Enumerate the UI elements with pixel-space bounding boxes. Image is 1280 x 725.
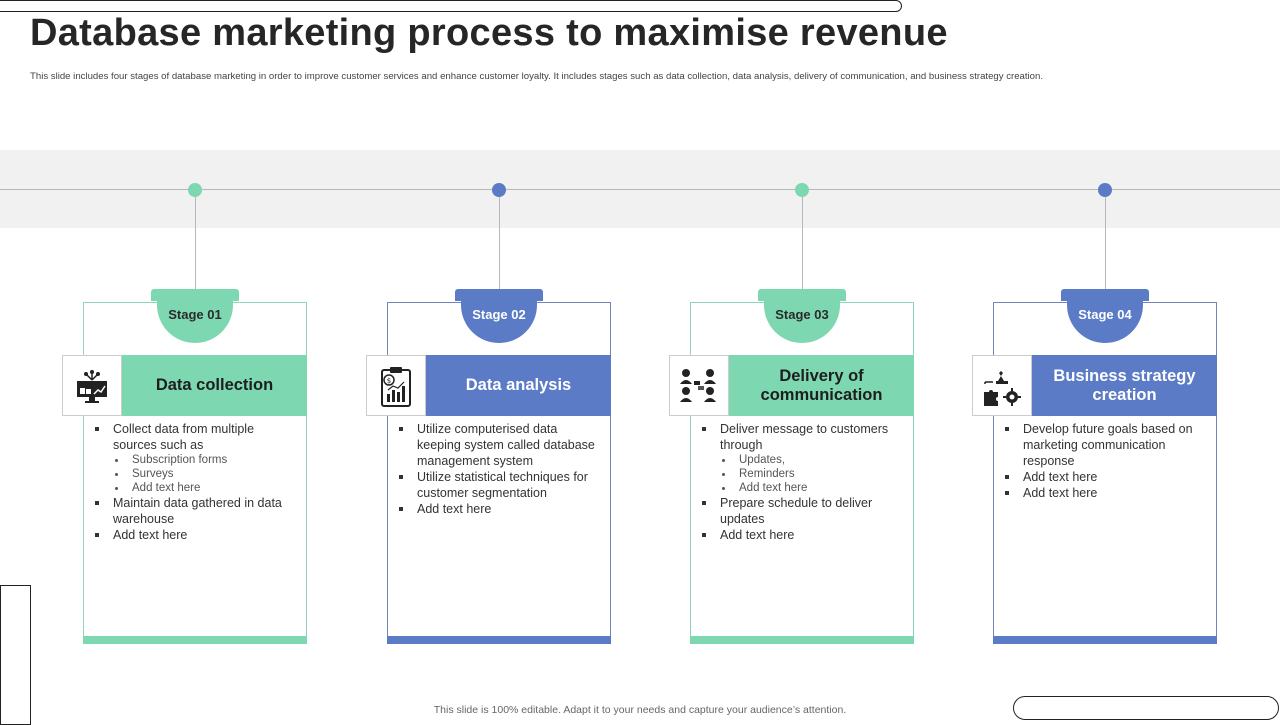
timeline-connector-3 bbox=[802, 197, 803, 292]
sub-bullet-item: Add text here bbox=[700, 481, 900, 495]
timeline-dot-1 bbox=[188, 183, 202, 197]
chess-puzzle-gear-icon bbox=[972, 355, 1032, 416]
stage-card-bottom-bar bbox=[690, 636, 914, 644]
bullet-list: Utilize computerised data keeping system… bbox=[397, 421, 597, 517]
bullet-item: Add text here bbox=[397, 501, 597, 517]
sub-bullet-item: Updates, bbox=[700, 453, 900, 467]
bullet-item: Utilize statistical techniques for custo… bbox=[397, 469, 597, 501]
stage-label: Stage 03 bbox=[775, 307, 829, 322]
stage-label: Stage 01 bbox=[168, 307, 222, 322]
bullet-item: Add text here bbox=[93, 527, 293, 543]
left-decorative-box bbox=[0, 585, 31, 725]
bullet-list: Develop future goals based on marketing … bbox=[1003, 421, 1203, 501]
stage-heading: Data analysis bbox=[426, 355, 611, 416]
timeline-dot-3 bbox=[795, 183, 809, 197]
bullet-item: Prepare schedule to deliver updates bbox=[700, 495, 900, 527]
stage-badge-2: Stage 02 bbox=[455, 289, 543, 343]
sub-bullet-item: Add text here bbox=[93, 481, 293, 495]
svg-text:$: $ bbox=[387, 377, 391, 385]
timeline-connector-1 bbox=[195, 197, 196, 292]
bullet-item: Deliver message to customers through bbox=[700, 421, 900, 453]
bullet-item: Add text here bbox=[1003, 485, 1203, 501]
stage-label: Stage 02 bbox=[472, 307, 526, 322]
stage-heading: Business strategy creation bbox=[1032, 355, 1217, 416]
stage-badge-4: Stage 04 bbox=[1061, 289, 1149, 343]
stage-card-bottom-bar bbox=[993, 636, 1217, 644]
sub-bullet-item: Subscription forms bbox=[93, 453, 293, 467]
sub-bullet-item: Reminders bbox=[700, 467, 900, 481]
stage-label: Stage 04 bbox=[1078, 307, 1132, 322]
timeline-line bbox=[0, 189, 1280, 190]
bullet-item: Utilize computerised data keeping system… bbox=[397, 421, 597, 469]
bullet-item: Develop future goals based on marketing … bbox=[1003, 421, 1203, 469]
timeline-dot-4 bbox=[1098, 183, 1112, 197]
stage-badge-3: Stage 03 bbox=[758, 289, 846, 343]
bullet-item: Collect data from multiple sources such … bbox=[93, 421, 293, 453]
stage-card-bottom-bar bbox=[387, 636, 611, 644]
bullet-list: Collect data from multiple sources such … bbox=[93, 421, 293, 543]
timeline-connector-2 bbox=[499, 197, 500, 292]
bottom-right-decorative-pill bbox=[1013, 696, 1279, 720]
page-title: Database marketing process to maximise r… bbox=[30, 12, 948, 54]
stage-badge-1: Stage 01 bbox=[151, 289, 239, 343]
page-subtitle: This slide includes four stages of datab… bbox=[30, 71, 1044, 82]
sub-bullet-item: Surveys bbox=[93, 467, 293, 481]
bullet-item: Add text here bbox=[1003, 469, 1203, 485]
stage-heading: Delivery of communication bbox=[729, 355, 914, 416]
bullet-item: Add text here bbox=[700, 527, 900, 543]
people-communication-icon bbox=[669, 355, 729, 416]
timeline-connector-4 bbox=[1105, 197, 1106, 292]
timeline-dot-2 bbox=[492, 183, 506, 197]
bullet-item: Maintain data gathered in data warehouse bbox=[93, 495, 293, 527]
stage-content-2: Utilize computerised data keeping system… bbox=[397, 421, 597, 517]
clipboard-chart-icon: $ bbox=[366, 355, 426, 416]
stage-card-bottom-bar bbox=[83, 636, 307, 644]
monitor-chart-icon bbox=[62, 355, 122, 416]
stage-content-4: Develop future goals based on marketing … bbox=[1003, 421, 1203, 501]
stage-heading: Data collection bbox=[122, 355, 307, 416]
stage-content-1: Collect data from multiple sources such … bbox=[93, 421, 293, 543]
top-decorative-pill bbox=[0, 0, 902, 12]
footer-note: This slide is 100% editable. Adapt it to… bbox=[433, 704, 847, 716]
